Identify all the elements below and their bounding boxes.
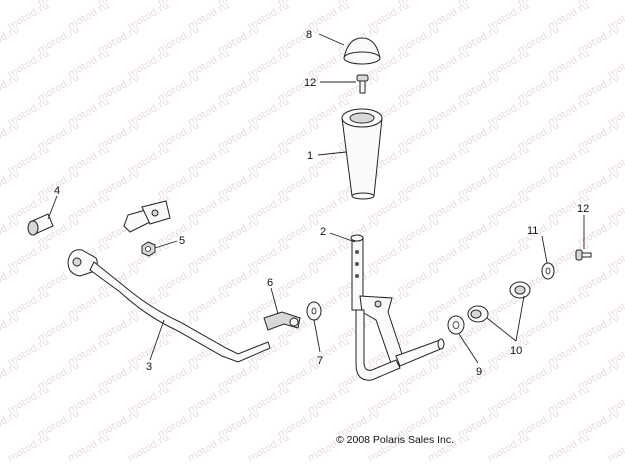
- watermark-text: motod.ru: [546, 432, 591, 464]
- watermark-text: motod.ru: [0, 360, 21, 392]
- watermark-text: motod.ru: [606, 432, 625, 464]
- leader-lines: [47, 33, 585, 364]
- part-10-bushing-small: [467, 305, 489, 323]
- callout-9: 9: [476, 366, 482, 378]
- part-7-washer: [306, 301, 322, 321]
- part-2-shift-lever: [350, 234, 445, 381]
- callout-8: 8: [306, 29, 312, 41]
- callout-10: 10: [510, 345, 522, 357]
- watermark-text: motod.ru: [246, 432, 291, 464]
- callout-4: 4: [54, 185, 60, 197]
- part-4-bolt: [27, 213, 54, 236]
- callout-11: 11: [527, 225, 538, 237]
- watermark-text: motod.ru: [0, 216, 21, 248]
- part-6-clip: [263, 311, 301, 331]
- copyright-notice: © 2008 Polaris Sales Inc.: [336, 434, 454, 446]
- watermark-text: motod.ru: [486, 432, 531, 464]
- callout-12-top: 12: [304, 77, 316, 89]
- watermark-text: motod.ru: [186, 432, 231, 464]
- watermark-text: motod.ru: [6, 432, 51, 464]
- part-12-screw-right: [575, 249, 592, 261]
- watermark-text: motod.ru: [0, 312, 21, 344]
- watermark-text: motod.ru: [0, 408, 21, 440]
- bracket: [123, 200, 171, 233]
- callout-5: 5: [179, 235, 185, 247]
- callout-6: 6: [267, 277, 273, 289]
- part-1-handle-grip: [341, 108, 383, 200]
- part-10-bushing-large: [509, 281, 531, 299]
- callout-labels: 8 12 1 4 5 2 6 7 3 11 12 9 10: [54, 29, 589, 378]
- watermark-text: motod.ru: [66, 432, 111, 464]
- watermark-text: motod.ru: [0, 72, 21, 104]
- watermark-text: motod.ru: [0, 168, 21, 200]
- part-12-screw-top: [356, 74, 369, 94]
- callout-12-right: 12: [577, 203, 589, 215]
- watermark-text: motod.ru: [0, 0, 21, 9]
- callout-7: 7: [317, 355, 323, 367]
- part-8-knob-cap: [343, 37, 381, 65]
- part-9-washer: [447, 315, 465, 335]
- watermark-text: motod.ru: [0, 24, 21, 56]
- watermark-text: motod.ru: [0, 120, 21, 152]
- watermark-text: motod.ru: [126, 432, 171, 464]
- callout-3: 3: [146, 361, 152, 373]
- callout-2: 2: [320, 226, 326, 238]
- watermark-text: motod.ru: [0, 264, 21, 296]
- part-11-washer: [541, 262, 555, 280]
- callout-1: 1: [307, 150, 313, 162]
- part-3-shift-rod: [67, 249, 271, 363]
- part-5-nut: [141, 241, 156, 257]
